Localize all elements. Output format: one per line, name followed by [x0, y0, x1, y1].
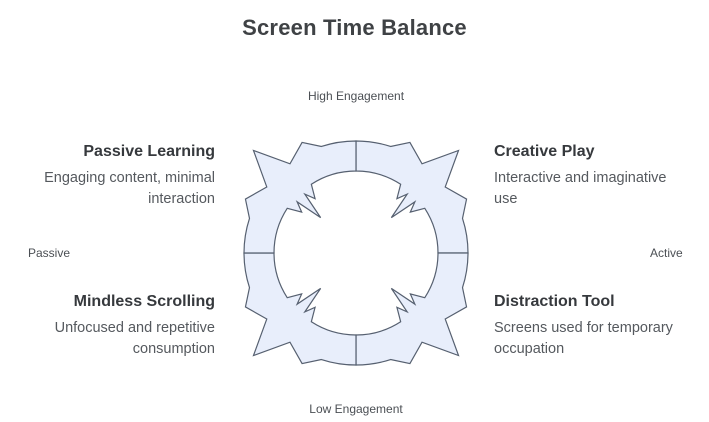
- balance-cycle-diagram: [243, 140, 469, 366]
- axis-label-high-engagement: High Engagement: [307, 89, 405, 103]
- quadrant-title: Creative Play: [494, 143, 595, 160]
- quadrant-title: Passive Learning: [83, 143, 215, 160]
- quadrant-arrow-sw: [243, 252, 357, 366]
- quadrant-block-passive-learning: Passive Learning Engaging content, minim…: [23, 143, 215, 209]
- quadrant-block-distraction-tool: Distraction Tool Screens used for tempor…: [494, 293, 686, 359]
- axis-label-active: Active: [650, 246, 683, 260]
- quadrant-title: Distraction Tool: [494, 293, 615, 310]
- quadrant-arrow-ne: [355, 140, 469, 254]
- axis-label-low-engagement: Low Engagement: [309, 402, 403, 416]
- quadrant-description: Unfocused and repetitive consumption: [54, 320, 215, 357]
- quadrant-title: Mindless Scrolling: [73, 293, 215, 310]
- page-title: Screen Time Balance: [242, 15, 467, 40]
- quadrant-description: Engaging content, minimal interaction: [44, 170, 215, 207]
- quadrant-arrow-se: [355, 252, 469, 366]
- quadrant-description: Screens used for temporary occupation: [494, 320, 673, 357]
- quadrant-block-mindless-scrolling: Mindless Scrolling Unfocused and repetit…: [23, 293, 215, 359]
- axis-label-passive: Passive: [28, 246, 71, 260]
- quadrant-arrow-nw: [243, 140, 357, 254]
- quadrant-block-creative-play: Creative Play Interactive and imaginativ…: [494, 143, 686, 209]
- quadrant-description: Interactive and imaginative use: [494, 170, 667, 207]
